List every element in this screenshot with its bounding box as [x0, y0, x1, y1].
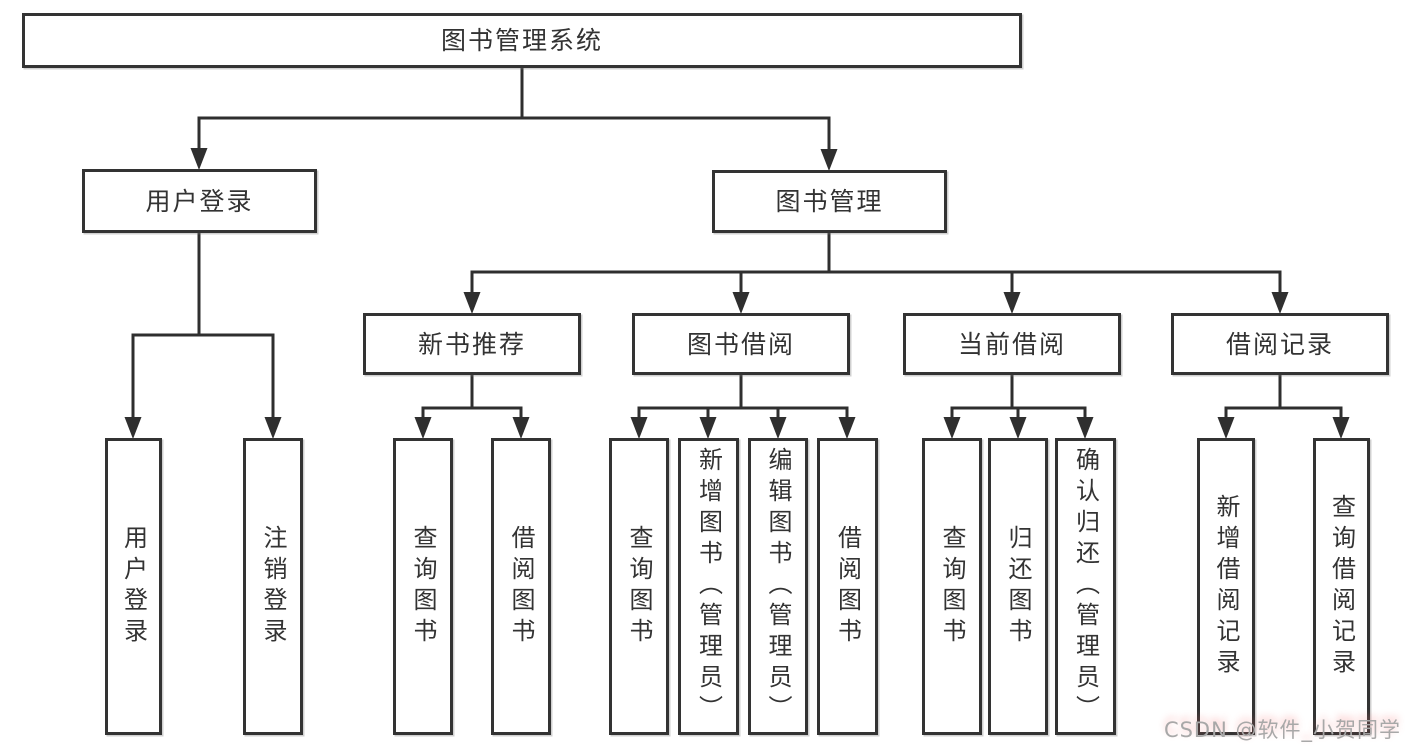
node-label: 注销登录: [259, 524, 287, 649]
node-label: 新书推荐: [417, 329, 526, 359]
node-label: 图书管理系统: [440, 26, 603, 55]
node-book-management: 图书管理: [712, 170, 947, 233]
node-label: 借阅图书: [507, 524, 535, 649]
csdn-watermark: CSDN @软件_小贺同学: [1163, 718, 1401, 742]
node-new-book-recommend: 新书推荐: [363, 313, 581, 375]
node-label: 新增图书（管理员）: [694, 447, 723, 726]
leaf-query-books: 查询图书: [922, 438, 982, 735]
leaf-user-login: 用户登录: [105, 438, 162, 735]
node-library-system: 图书管理系统: [22, 13, 1022, 68]
node-label: 用户登录: [119, 524, 148, 649]
node-user-login: 用户登录: [82, 169, 317, 233]
node-book-borrowing: 图书借阅: [632, 313, 850, 375]
node-label: 查询图书: [409, 524, 437, 649]
leaf-logout: 注销登录: [243, 438, 303, 735]
leaf-query-books: 查询图书: [609, 438, 669, 735]
leaf-query-borrow-record: 查询借阅记录: [1313, 438, 1370, 735]
leaf-edit-books-admin: 编辑图书（管理员）: [748, 438, 808, 735]
node-label: 编辑图书（管理员）: [764, 447, 792, 726]
leaf-query-books: 查询图书: [393, 438, 453, 735]
node-label: 查询借阅记录: [1327, 493, 1356, 680]
leaf-return-books: 归还图书: [988, 438, 1048, 735]
node-label: 查询图书: [625, 524, 653, 649]
leaf-borrow-books: 借阅图书: [817, 438, 878, 735]
node-label: 归还图书: [1004, 524, 1032, 649]
leaf-add-books-admin: 新增图书（管理员）: [678, 438, 739, 735]
node-borrow-records: 借阅记录: [1171, 313, 1389, 375]
node-label: 新增借阅记录: [1212, 493, 1240, 680]
node-current-borrowing: 当前借阅: [903, 313, 1121, 375]
node-label: 借阅记录: [1225, 329, 1334, 359]
leaf-borrow-books: 借阅图书: [491, 438, 551, 735]
node-label: 图书借阅: [686, 329, 795, 359]
node-label: 确认归还（管理员）: [1071, 447, 1100, 726]
node-label: 查询图书: [938, 524, 966, 649]
leaf-confirm-return-admin: 确认归还（管理员）: [1055, 438, 1116, 735]
node-label: 用户登录: [145, 186, 254, 216]
node-label: 借阅图书: [833, 524, 862, 649]
node-label: 当前借阅: [957, 329, 1066, 359]
leaf-add-borrow-record: 新增借阅记录: [1197, 438, 1255, 735]
node-label: 图书管理: [775, 187, 884, 216]
